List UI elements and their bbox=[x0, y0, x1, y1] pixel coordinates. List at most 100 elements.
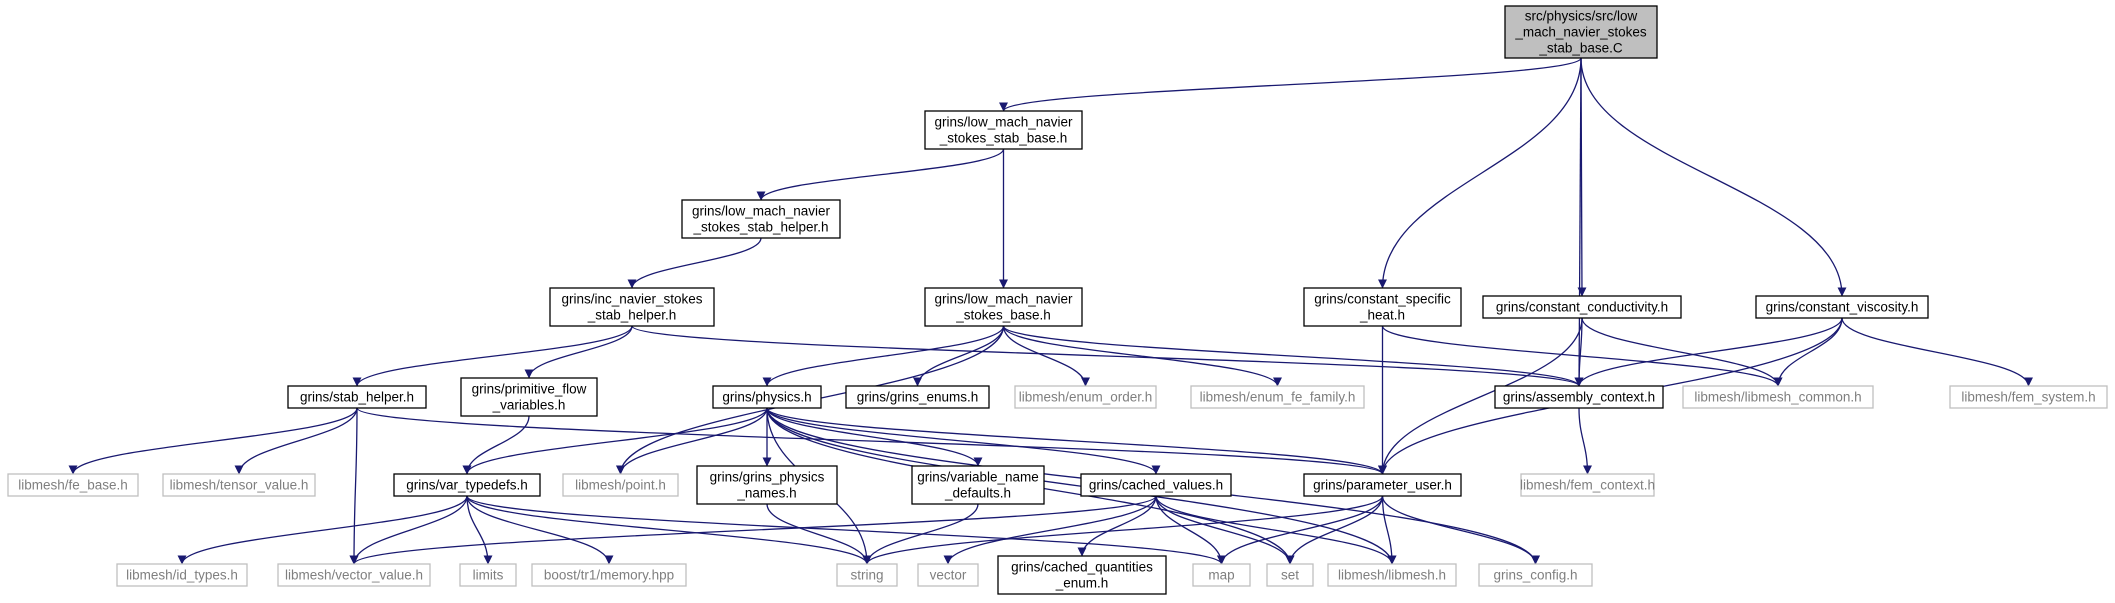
node-fem-context[interactable]: libmesh/fem_context.h bbox=[1520, 473, 1655, 497]
edge-var-typedefs-to-vector-value bbox=[349, 495, 468, 565]
node-parameter-user[interactable]: grins/parameter_user.h bbox=[1303, 473, 1462, 497]
node-physics[interactable]: grins/physics.h bbox=[712, 385, 822, 409]
node-label-assembly-context-0: grins/assembly_context.h bbox=[1503, 390, 1655, 405]
node-box-lmns-stab-helper bbox=[681, 199, 841, 239]
node-label-libmesh-common-0: libmesh/libmesh_common.h bbox=[1694, 390, 1861, 405]
node-box-var-name-defaults bbox=[911, 465, 1045, 505]
edge-parameter-user-to-grins-config bbox=[1381, 495, 1540, 565]
node-label-const-specific-heat-0: grins/constant_specific bbox=[1314, 292, 1451, 307]
node-vector-value[interactable]: libmesh/vector_value.h bbox=[277, 563, 431, 587]
node-id-types[interactable]: libmesh/id_types.h bbox=[116, 563, 248, 587]
node-box-inc-stab-helper bbox=[549, 287, 715, 327]
node-box-lmns-stab-base bbox=[924, 110, 1083, 150]
node-label-fem-context-0: libmesh/fem_context.h bbox=[1520, 478, 1655, 493]
edge-physics-to-cached-values bbox=[766, 407, 1161, 475]
node-grins-config[interactable]: grins_config.h bbox=[1478, 563, 1593, 587]
node-label-inc-stab-helper-0: grins/inc_navier_stokes bbox=[561, 292, 702, 307]
node-var-typedefs[interactable]: grins/var_typedefs.h bbox=[393, 473, 541, 497]
node-box-memory-hpp bbox=[531, 563, 687, 587]
node-box-fem-system bbox=[1949, 385, 2108, 409]
node-label-lmns-stab-helper-1: _stokes_stab_helper.h bbox=[692, 220, 828, 235]
edges-layer bbox=[68, 57, 2033, 565]
node-box-id-types bbox=[116, 563, 248, 587]
edge-lmns-stab-base-to-lmns-stab-helper bbox=[756, 148, 1005, 201]
node-lmns-stab-base[interactable]: grins/low_mach_navier_stokes_stab_base.h bbox=[924, 110, 1083, 150]
node-memory-hpp[interactable]: boost/tr1/memory.hpp bbox=[531, 563, 687, 587]
node-box-lmns-base bbox=[924, 287, 1083, 327]
node-cached-values[interactable]: grins/cached_values.h bbox=[1080, 473, 1232, 497]
node-enum-order[interactable]: libmesh/enum_order.h bbox=[1014, 385, 1157, 409]
node-cached-qty-enum[interactable]: grins/cached_quantities_enum.h bbox=[997, 555, 1167, 595]
node-var-name-defaults[interactable]: grins/variable_name_defaults.h bbox=[911, 465, 1045, 505]
node-string[interactable]: string bbox=[836, 563, 898, 587]
edge-var-typedefs-to-id-types bbox=[177, 495, 468, 565]
edge-root-to-const-specific-heat bbox=[1378, 57, 1582, 289]
node-box-const-conductivity bbox=[1482, 295, 1682, 319]
edge-assembly-context-to-fem-context bbox=[1578, 407, 1592, 475]
edge-var-typedefs-to-map bbox=[466, 495, 1226, 565]
edge-var-typedefs-to-memory-hpp bbox=[466, 495, 614, 565]
node-box-limits bbox=[459, 563, 517, 587]
node-box-string bbox=[836, 563, 898, 587]
node-limits[interactable]: limits bbox=[459, 563, 517, 587]
edge-lmns-base-to-enum-fe-family bbox=[1002, 325, 1282, 387]
node-label-lmns-base-0: grins/low_mach_navier bbox=[934, 292, 1073, 307]
node-libmesh-h[interactable]: libmesh/libmesh.h bbox=[1327, 563, 1457, 587]
edge-const-viscosity-to-assembly-context bbox=[1574, 317, 1843, 387]
edge-parameter-user-to-map bbox=[1217, 495, 1384, 565]
node-label-var-name-defaults-0: grins/variable_name bbox=[917, 470, 1039, 485]
node-box-tensor-value bbox=[162, 473, 316, 497]
node-const-viscosity[interactable]: grins/constant_viscosity.h bbox=[1755, 295, 1929, 319]
node-root[interactable]: src/physics/src/low_mach_navier_stokes_s… bbox=[1504, 5, 1658, 59]
node-label-vector-0: vector bbox=[930, 568, 967, 583]
node-point[interactable]: libmesh/point.h bbox=[562, 473, 679, 497]
node-prim-flow-vars[interactable]: grins/primitive_flow_variables.h bbox=[460, 377, 598, 417]
node-tensor-value[interactable]: libmesh/tensor_value.h bbox=[162, 473, 316, 497]
node-box-physics bbox=[712, 385, 822, 409]
node-label-var-name-defaults-1: _defaults.h bbox=[944, 486, 1011, 501]
node-map[interactable]: map bbox=[1192, 563, 1251, 587]
edge-lmns-stab-helper-to-inc-stab-helper bbox=[627, 237, 762, 289]
node-label-limits-0: limits bbox=[473, 568, 504, 583]
node-assembly-context[interactable]: grins/assembly_context.h bbox=[1494, 385, 1664, 409]
node-const-conductivity[interactable]: grins/constant_conductivity.h bbox=[1482, 295, 1682, 319]
edge-stab-helper-to-vector-value bbox=[349, 407, 359, 565]
node-label-root-0: src/physics/src/low bbox=[1525, 9, 1638, 24]
node-box-const-specific-heat bbox=[1303, 287, 1462, 327]
node-libmesh-common[interactable]: libmesh/libmesh_common.h bbox=[1682, 385, 1874, 409]
node-label-lmns-stab-base-0: grins/low_mach_navier bbox=[934, 115, 1073, 130]
edge-physics-to-parameter-user bbox=[766, 407, 1387, 475]
edge-var-typedefs-to-limits bbox=[466, 495, 493, 565]
node-label-map-0: map bbox=[1208, 568, 1234, 583]
node-grins-enums[interactable]: grins/grins_enums.h bbox=[845, 385, 990, 409]
node-label-memory-hpp-0: boost/tr1/memory.hpp bbox=[544, 568, 674, 583]
node-enum-fe-family[interactable]: libmesh/enum_fe_family.h bbox=[1190, 385, 1365, 409]
node-label-fem-system-0: libmesh/fem_system.h bbox=[1961, 390, 2095, 405]
node-label-prim-flow-vars-1: _variables.h bbox=[492, 398, 566, 413]
node-inc-stab-helper[interactable]: grins/inc_navier_stokes_stab_helper.h bbox=[549, 287, 715, 327]
node-stab-helper[interactable]: grins/stab_helper.h bbox=[287, 385, 427, 409]
node-const-specific-heat[interactable]: grins/constant_specific_heat.h bbox=[1303, 287, 1462, 327]
node-box-vector bbox=[917, 563, 979, 587]
node-box-cached-qty-enum bbox=[997, 555, 1167, 595]
node-label-var-typedefs-0: grins/var_typedefs.h bbox=[406, 478, 528, 493]
node-set[interactable]: set bbox=[1266, 563, 1314, 587]
node-box-const-viscosity bbox=[1755, 295, 1929, 319]
node-lmns-base[interactable]: grins/low_mach_navier_stokes_base.h bbox=[924, 287, 1083, 327]
node-label-fe-base-0: libmesh/fe_base.h bbox=[18, 478, 128, 493]
node-label-cached-qty-enum-1: _enum.h bbox=[1055, 576, 1109, 591]
edge-const-conductivity-to-parameter-user bbox=[1378, 317, 1583, 475]
node-label-const-specific-heat-1: _heat.h bbox=[1359, 308, 1405, 323]
node-label-cached-qty-enum-0: grins/cached_quantities bbox=[1011, 560, 1153, 575]
node-box-grins-enums bbox=[845, 385, 990, 409]
node-fem-system[interactable]: libmesh/fem_system.h bbox=[1949, 385, 2108, 409]
edge-inc-stab-helper-to-stab-helper bbox=[352, 325, 633, 387]
node-label-set-0: set bbox=[1281, 568, 1299, 583]
node-vector[interactable]: vector bbox=[917, 563, 979, 587]
node-fe-base[interactable]: libmesh/fe_base.h bbox=[7, 473, 139, 497]
node-box-set bbox=[1266, 563, 1314, 587]
node-physics-names[interactable]: grins/grins_physics_names.h bbox=[696, 465, 838, 505]
node-lmns-stab-helper[interactable]: grins/low_mach_navier_stokes_stab_helper… bbox=[681, 199, 841, 239]
edge-parameter-user-to-set bbox=[1285, 495, 1384, 565]
